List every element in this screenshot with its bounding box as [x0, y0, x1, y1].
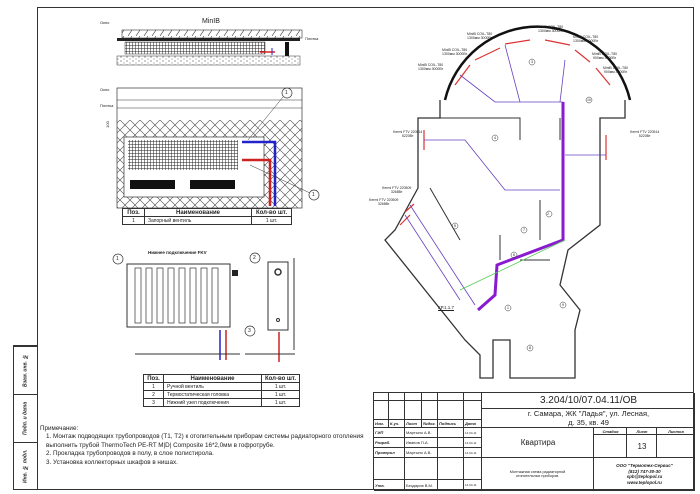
room-number: 8	[529, 346, 531, 350]
convector-section	[116, 29, 303, 66]
date: 14.04.11	[464, 438, 482, 448]
detail-label: Окно	[100, 20, 110, 25]
cell: Термостатическая головка	[163, 390, 262, 399]
signer: Мартыно А.В.	[405, 448, 438, 458]
note-item: 2. Прокладка трубопроводов в полу, в сло…	[46, 450, 214, 458]
cell: Запорный вентиль	[144, 216, 252, 225]
cell: 3	[143, 398, 164, 407]
sheet-header: Лист	[627, 428, 657, 435]
callout-1: 1	[312, 192, 315, 198]
header: Кол-во шт.	[251, 208, 292, 217]
dimension-label: 100	[104, 121, 110, 128]
stage-header: Стадия	[594, 428, 627, 435]
detail-title: MinIB	[202, 18, 220, 25]
convector-plan	[116, 87, 320, 209]
apartment-floor-plan	[384, 25, 632, 379]
room-number: 5	[454, 224, 456, 228]
notes: Примечание: 1. Монтаж подводящих трубопр…	[40, 425, 370, 467]
detail-label: Плитка	[305, 36, 319, 41]
col-header: Подпись	[438, 420, 464, 428]
room-number: 4	[494, 136, 496, 140]
header: Кол-во шт.	[261, 374, 300, 383]
signer: Иванов П.А.	[405, 438, 438, 448]
callout-3: 3	[248, 328, 251, 334]
room-number: 6	[513, 253, 515, 257]
note-item: 3. Установка коллекторных шкафов в нишах…	[46, 458, 178, 466]
header: Поз.	[122, 208, 145, 217]
sheet-name: Монтажная схема радиаторной отопительных…	[482, 458, 594, 491]
room-number: 2	[547, 212, 549, 216]
role: ГИП	[374, 428, 405, 438]
cell: 1	[122, 216, 145, 225]
callout-1: 1	[116, 256, 119, 262]
header: Поз.	[143, 374, 164, 383]
col-header: Лист	[405, 420, 422, 428]
signer: Бездаров В.М.	[405, 480, 438, 491]
callout-2: 2	[253, 255, 256, 261]
room-number: 3	[531, 60, 533, 64]
collector-label: КР.1.1.7	[438, 305, 455, 310]
role: Проверил	[374, 448, 405, 458]
radiator-drawing	[112, 252, 295, 362]
cell: Ручной вентиль	[163, 382, 262, 391]
cell: 1 шт.	[251, 216, 292, 225]
sheet-number: 13	[627, 435, 657, 458]
role: Утв.	[374, 480, 405, 491]
stage-value	[594, 435, 627, 458]
cell: 1 шт.	[261, 390, 300, 399]
cell: 1	[143, 382, 164, 391]
cell: 1 шт.	[261, 382, 300, 391]
note-item: 1. Монтаж подводящих трубопроводов (Т1, …	[46, 433, 364, 449]
room-number: 7	[523, 228, 525, 232]
room-number: 10	[587, 98, 591, 102]
col-header: №док.	[422, 420, 438, 428]
header: Наименование	[163, 374, 262, 383]
detail-label: Окно	[100, 87, 110, 92]
room-number: 9	[562, 303, 564, 307]
callout-1: 1	[285, 90, 288, 96]
header: Наименование	[144, 208, 252, 217]
col-header: Изм.	[374, 420, 389, 428]
address: г. Самара, ЖК "Ладья", ул. Лесная,д. 35,…	[482, 409, 695, 428]
detail-label: Плитка	[100, 103, 114, 108]
cell: Нижний узел подключения	[163, 398, 262, 407]
col-header: К.уч.	[389, 420, 405, 428]
drawing-frame	[37, 7, 694, 490]
col-header: Дата	[464, 420, 482, 428]
sheets-count	[657, 435, 695, 458]
role: Разраб.	[374, 438, 405, 448]
object-name: Квартира	[482, 428, 594, 458]
date: 14.04.11	[464, 480, 482, 491]
sheets-header: Листов	[657, 428, 695, 435]
cell: 1 шт.	[261, 398, 300, 407]
drawing-code: 3.204/10/07.04.11/ОВ	[482, 393, 695, 409]
signer: Мартыно А.В.	[405, 428, 438, 438]
date: 14.04.11	[464, 428, 482, 438]
room-number: 1	[507, 306, 509, 310]
date: 14.04.11	[464, 448, 482, 458]
notes-title: Примечание:	[40, 425, 79, 432]
side-stamp: Взам. инв. № Подп. и дата Инв. № подл.	[13, 345, 38, 490]
cell: 2	[143, 390, 164, 399]
radiator-title: Нижнее подключение FKV	[148, 250, 207, 255]
